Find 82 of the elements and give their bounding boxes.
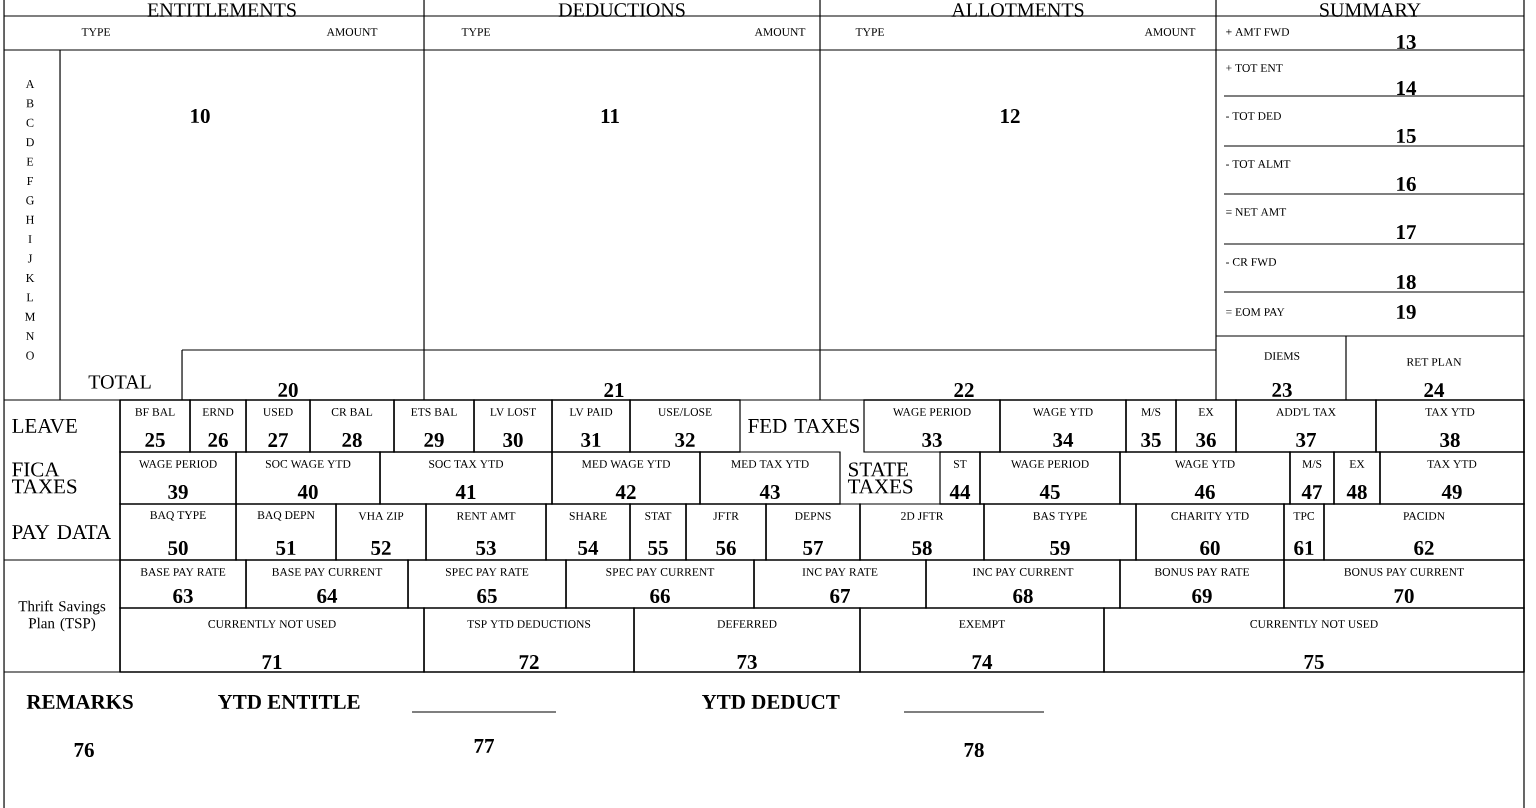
section-title: ALLOTMENTS: [951, 3, 1084, 17]
field-number: 33: [922, 432, 942, 448]
field-number: 46: [1194, 484, 1215, 500]
field-number: 27: [268, 433, 288, 447]
row-label: FICA TAXES: [12, 462, 77, 494]
field-number: 63: [173, 588, 193, 604]
field-number: 66: [650, 588, 670, 604]
field-number: 24: [1424, 383, 1445, 397]
field-number: 29: [424, 432, 444, 448]
field-number: 21: [604, 383, 624, 397]
field-number: 59: [1050, 540, 1070, 556]
field-number: 31: [581, 432, 601, 448]
field-number: 42: [615, 485, 636, 499]
field-number: 77: [474, 739, 494, 753]
field-number: 43: [759, 484, 780, 500]
field-number: 68: [1013, 588, 1033, 604]
field-number: 49: [1441, 484, 1462, 500]
field-number: 35: [1141, 432, 1161, 448]
field-number: 47: [1301, 485, 1322, 499]
field-number: 56: [716, 540, 736, 556]
field-number: 44: [949, 485, 971, 499]
field-number: 23: [1272, 382, 1292, 398]
field-number: 13: [1397, 34, 1416, 50]
field-number: 73: [737, 654, 757, 670]
field-number: 75: [1304, 655, 1324, 669]
field-number: 16: [1397, 176, 1416, 192]
field-number: 55: [648, 541, 668, 555]
field-number: 45: [1039, 485, 1060, 499]
section-title: SUMMARY: [1320, 3, 1421, 17]
field-number: 50: [168, 540, 188, 556]
field-number: 17: [1397, 225, 1416, 239]
section-title: REMARKS: [26, 694, 133, 710]
section-title: DEDUCTIONS: [558, 3, 685, 17]
field-number: 19: [1397, 304, 1416, 320]
field-number: 38: [1440, 432, 1460, 448]
field-number: 70: [1394, 588, 1414, 604]
field-number: 69: [1192, 588, 1212, 604]
field-number: 26: [208, 432, 228, 448]
row-label: LEAVE: [12, 418, 77, 434]
field-number: 57: [803, 541, 823, 555]
field-number: 53: [476, 540, 496, 556]
field-number: 60: [1200, 540, 1220, 556]
field-number: 39: [168, 484, 188, 500]
field-number: 30: [503, 432, 523, 448]
row-label: FED TAXES: [748, 418, 859, 434]
field-number: 22: [954, 383, 974, 397]
field-number: 10: [191, 108, 210, 124]
field-number: 36: [1196, 432, 1216, 448]
field-number: 12: [1001, 109, 1020, 123]
field-number: 51: [276, 540, 296, 556]
section-title: YTD DEDUCT: [702, 694, 840, 710]
field-number: 34: [1053, 432, 1074, 448]
field-number: 32: [675, 432, 695, 448]
field-number: 78: [964, 742, 984, 758]
field-number: 61: [1294, 540, 1314, 556]
field-number: 25: [145, 432, 165, 448]
section-title: TOTAL: [88, 375, 151, 389]
field-number: 74: [972, 655, 993, 669]
field-number: 41: [455, 485, 476, 499]
field-number: 37: [1296, 432, 1316, 448]
field-number: 54: [578, 541, 599, 555]
field-number: 64: [317, 588, 338, 604]
field-number: 62: [1414, 540, 1434, 556]
field-number: 72: [519, 655, 539, 669]
field-number: 58: [912, 540, 932, 556]
row-label: STATE TAXES: [848, 462, 913, 494]
field-number: 15: [1397, 128, 1416, 144]
field-number: 71: [262, 655, 282, 669]
field-number: 20: [278, 382, 298, 398]
field-number: 18: [1397, 274, 1416, 290]
section-title: YTD ENTITLE: [218, 695, 360, 709]
field-number: 28: [342, 432, 362, 448]
field-number: 65: [477, 588, 497, 604]
field-number: 52: [371, 540, 391, 556]
row-label: PAY DATA: [12, 525, 111, 539]
section-title: ENTITLEMENTS: [147, 3, 296, 17]
field-number: 76: [74, 742, 94, 758]
field-number: 11: [601, 109, 619, 123]
field-number: 40: [297, 484, 318, 500]
field-number: 48: [1346, 484, 1367, 500]
field-number: 67: [830, 588, 850, 604]
field-number: 14: [1397, 81, 1417, 95]
